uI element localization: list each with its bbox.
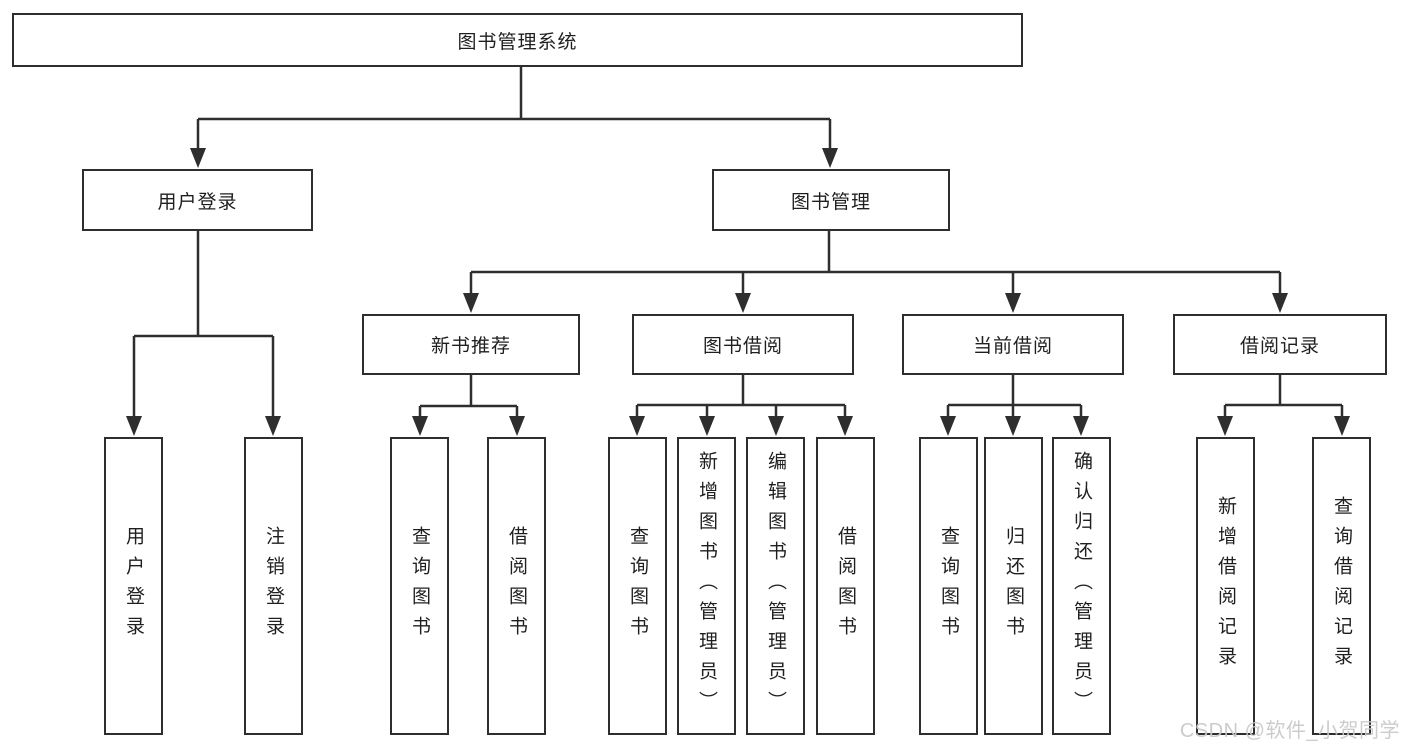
node-leaf-user-login-label: 用户登录 <box>123 526 144 646</box>
node-borrowing-records: 借阅记录 <box>1173 314 1387 375</box>
connector-lines <box>132 67 1344 422</box>
node-leaf-query-books-recommend: 查询图书 <box>390 437 449 735</box>
node-leaf-query-books-borrowing: 查询图书 <box>608 437 667 735</box>
arrow-down-icon <box>940 416 956 436</box>
node-leaf-edit-books-admin-label: 编辑图书（管理员） <box>765 451 786 721</box>
arrow-down-icon <box>1005 416 1021 436</box>
node-leaf-return-books: 归还图书 <box>984 437 1043 735</box>
node-leaf-borrow-books-borrowing: 借阅图书 <box>816 437 875 735</box>
arrow-down-icon <box>837 416 853 436</box>
node-leaf-add-borrow-record: 新增借阅记录 <box>1196 437 1255 735</box>
node-leaf-query-books-borrowing-label: 查询图书 <box>627 526 648 646</box>
node-current-borrowing-label: 当前借阅 <box>972 336 1053 357</box>
node-leaf-edit-books-admin: 编辑图书（管理员） <box>746 437 805 735</box>
node-user-login-label: 用户登录 <box>157 191 238 213</box>
arrow-down-icon <box>190 148 206 168</box>
node-borrowing-records-label: 借阅记录 <box>1239 336 1320 357</box>
arrow-down-icon <box>265 416 281 436</box>
arrow-down-icon <box>629 416 645 436</box>
csdn-watermark: CSDN @软件_小贺同学 <box>1179 720 1400 742</box>
node-book-management-label: 图书管理 <box>790 191 871 213</box>
node-leaf-confirm-return-admin-label: 确认归还（管理员） <box>1071 451 1092 721</box>
node-leaf-borrow-books-recommend: 借阅图书 <box>487 437 546 735</box>
node-book-borrowing: 图书借阅 <box>632 314 854 375</box>
node-leaf-return-books-label: 归还图书 <box>1003 526 1024 646</box>
arrow-down-icon <box>735 293 751 313</box>
node-new-book-recommendation: 新书推荐 <box>362 314 580 375</box>
arrow-down-icon <box>1217 416 1233 436</box>
node-leaf-add-books-admin: 新增图书（管理员） <box>677 437 736 735</box>
node-leaf-confirm-return-admin: 确认归还（管理员） <box>1052 437 1111 735</box>
arrow-down-icon <box>1272 293 1288 313</box>
arrow-down-icon <box>1005 293 1021 313</box>
node-leaf-query-books-current: 查询图书 <box>919 437 978 735</box>
node-leaf-add-borrow-record-label: 新增借阅记录 <box>1215 496 1236 676</box>
arrow-down-icon <box>1073 416 1089 436</box>
node-leaf-borrow-books-recommend-label: 借阅图书 <box>506 526 527 646</box>
arrow-down-icon <box>822 148 838 168</box>
node-leaf-add-books-admin-label: 新增图书（管理员） <box>696 451 717 721</box>
node-leaf-query-books-current-label: 查询图书 <box>938 526 959 646</box>
node-new-book-recommendation-label: 新书推荐 <box>430 336 511 357</box>
node-book-borrowing-label: 图书借阅 <box>702 336 783 357</box>
node-leaf-query-borrow-record: 查询借阅记录 <box>1312 437 1371 735</box>
node-leaf-borrow-books-borrowing-label: 借阅图书 <box>835 526 856 646</box>
node-leaf-user-login: 用户登录 <box>104 437 163 735</box>
arrow-down-icon <box>463 293 479 313</box>
node-book-management: 图书管理 <box>712 169 950 231</box>
node-leaf-query-books-recommend-label: 查询图书 <box>409 526 430 646</box>
arrow-down-icon <box>509 416 525 436</box>
arrowheads <box>126 148 1350 436</box>
arrow-down-icon <box>1334 416 1350 436</box>
node-leaf-logout-label: 注销登录 <box>263 526 284 646</box>
arrow-down-icon <box>768 416 784 436</box>
node-leaf-logout: 注销登录 <box>244 437 303 735</box>
node-leaf-query-borrow-record-label: 查询借阅记录 <box>1331 496 1352 676</box>
arrow-down-icon <box>126 416 142 436</box>
node-current-borrowing: 当前借阅 <box>902 314 1124 375</box>
node-book-management-system-label: 图书管理系统 <box>457 31 578 53</box>
arrow-down-icon <box>412 416 428 436</box>
node-user-login: 用户登录 <box>82 169 313 231</box>
node-book-management-system: 图书管理系统 <box>12 13 1023 67</box>
arrow-down-icon <box>699 416 715 436</box>
